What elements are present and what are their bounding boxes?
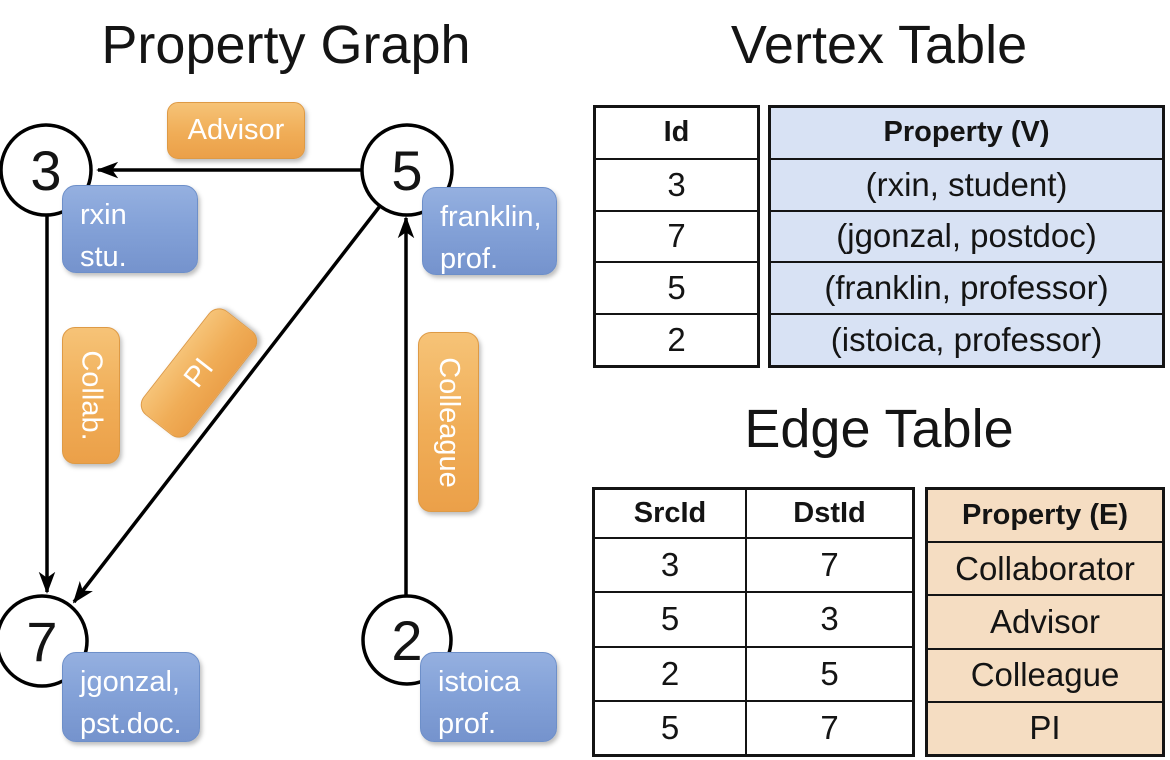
node-property-box-3: rxin stu. [62, 185, 198, 273]
vertex-table-title: Vertex Table [730, 15, 1028, 75]
edge-table-src-cell: 5 [595, 699, 745, 754]
edge-table-dst-cell: 3 [745, 591, 912, 646]
node-id-7: 7 [26, 610, 57, 673]
edge-table-property-header: Property (E) [928, 490, 1162, 542]
node-property-7-line2: pst.doc. [80, 708, 182, 741]
edge-table-property-cell: PI [928, 700, 1162, 755]
edge-table-src-cell: 3 [595, 537, 745, 591]
node-id-2: 2 [391, 609, 422, 672]
edge-table-src-cell: 5 [595, 591, 745, 645]
edge-label-collab-text: Collab. [75, 350, 108, 441]
node-property-3-line2: stu. [80, 241, 127, 274]
edge-5-to-7 [72, 204, 382, 604]
node-property-2-line1: istoica [438, 666, 521, 698]
edge-table-property-cell: Advisor [928, 594, 1162, 648]
vertex-table-id-cell: 3 [596, 157, 757, 210]
node-property-7-line1: jgonzal, [80, 666, 180, 698]
edge-table-src-cell: 2 [595, 645, 745, 700]
edge-table-property-cell: Collaborator [928, 541, 1162, 595]
edge-table-property-cell: Colleague [928, 647, 1162, 701]
vertex-table-property-header: Property (V) [771, 108, 1162, 158]
edge-table-title: Edge Table [744, 399, 1014, 459]
edge-label-pi-text: PI [177, 352, 220, 394]
property-graph-canvas: 3 5 7 2 [0, 123, 454, 688]
edge-table-id-columns: SrcId DstId 3 7 5 3 2 5 5 7 [592, 487, 915, 757]
node-property-box-5: franklin, prof. [422, 187, 557, 275]
node-property-5-line1: franklin, [440, 201, 542, 233]
edge-label-advisor-text: Advisor [187, 114, 285, 146]
property-graph-title: Property Graph [101, 15, 471, 75]
edge-label-collab: Collab. [62, 327, 120, 464]
edge-table-dst-cell: 7 [745, 537, 912, 592]
node-property-box-2: istoica prof. [420, 652, 557, 742]
edge-table-dst-header: DstId [745, 490, 912, 538]
vertex-table-id-cell: 5 [596, 261, 757, 313]
node-id-3: 3 [30, 139, 61, 202]
edge-label-advisor: Advisor [167, 102, 305, 159]
vertex-table-property-column: Property (V) (rxin, student) (jgonzal, p… [768, 105, 1165, 368]
vertex-table-property-cell: (jgonzal, postdoc) [771, 209, 1162, 262]
edge-label-colleague-text: Colleague [433, 356, 466, 488]
edge-table-src-header: SrcId [633, 497, 707, 530]
node-property-2-line2: prof. [438, 708, 497, 741]
vertex-table-id-cell: 2 [596, 313, 757, 365]
node-id-5: 5 [391, 139, 422, 202]
vertex-table-property-cell: (rxin, student) [771, 157, 1162, 210]
vertex-table-id-column: Id 3 7 5 2 [593, 105, 760, 368]
edge-table-dst-cell: 5 [745, 645, 912, 700]
vertex-table-id-header: Id [663, 116, 690, 149]
edge-label-colleague: Colleague [418, 332, 479, 512]
vertex-table-property-cell: (franklin, professor) [771, 261, 1162, 314]
vertex-table-id-cell: 7 [596, 209, 757, 262]
edge-table-dst-cell: 7 [745, 699, 912, 754]
node-property-box-7: jgonzal, pst.doc. [62, 652, 200, 742]
node-property-5-line2: prof. [440, 243, 499, 276]
node-property-3-line1: rxin [80, 199, 127, 231]
edge-table-property-column: Property (E) Collaborator Advisor Collea… [925, 487, 1165, 757]
vertex-table-property-cell: (istoica, professor) [771, 313, 1162, 365]
